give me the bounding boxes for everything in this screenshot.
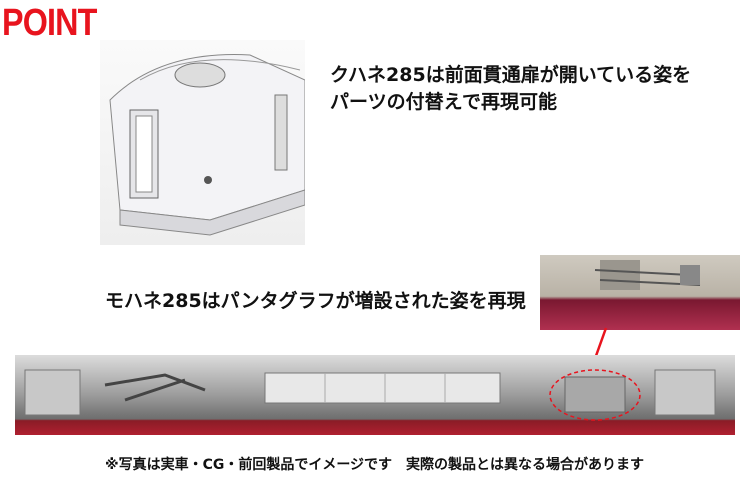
callout-highlight-ellipse — [549, 369, 641, 421]
cg-train-front-illustration — [109, 54, 306, 236]
point-heading: POINT — [2, 2, 97, 44]
kuhane-caption-line-2: パーツの付替えで再現可能 — [330, 91, 558, 113]
pantograph-closeup-illustration — [594, 260, 701, 290]
kuhane-caption: クハネ285は前面貫通扉が開いている姿を パーツの付替えで再現可能 — [330, 62, 691, 116]
pantograph-closeup-photo — [540, 255, 740, 330]
mohane-caption: モハネ285はパンタグラフが増設された姿を再現 — [105, 290, 526, 312]
mohane-roof-photo — [15, 355, 735, 435]
cg-render-front-car — [100, 40, 306, 245]
train-roof-illustration — [24, 369, 716, 421]
kuhane-caption-line-1: クハネ285は前面貫通扉が開いている姿を — [330, 64, 692, 86]
disclaimer-note: ※写真は実車・CG・前回製品でイメージです 実際の製品とは異なる場合があります — [104, 457, 645, 473]
